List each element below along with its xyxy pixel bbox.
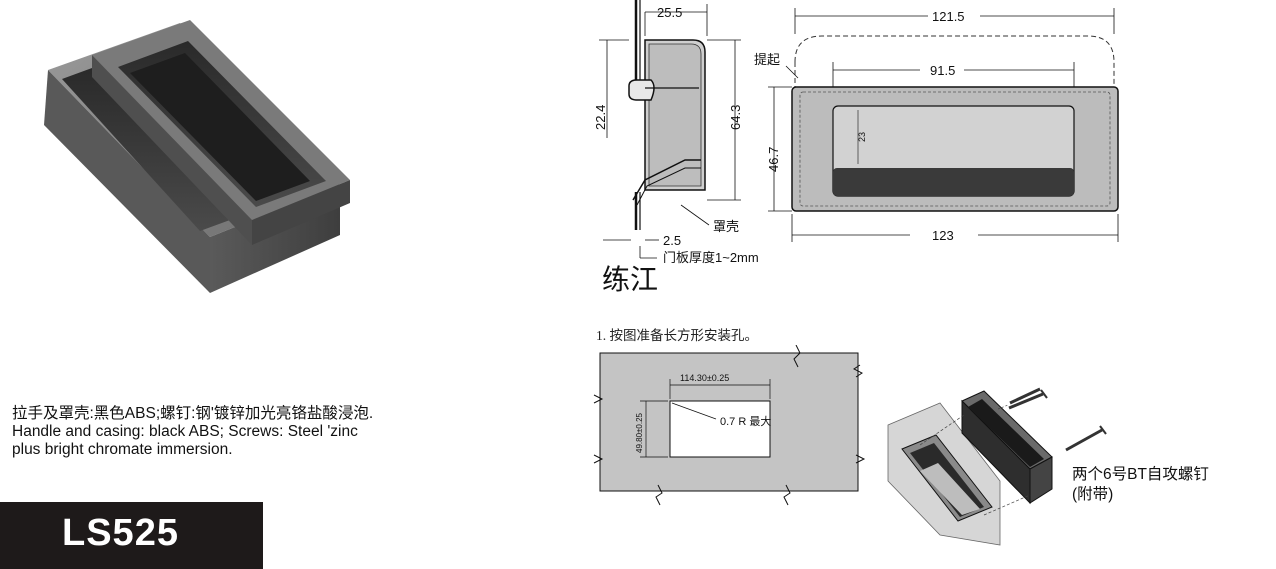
- cutout-width: 114.30±0.25: [680, 373, 729, 383]
- screws-note: 两个6号BT自攻螺钉 (附带): [1072, 465, 1209, 503]
- screws-note-line2: (附带): [1072, 485, 1113, 503]
- dim-top: 25.5: [657, 5, 682, 20]
- dim-bottom: 2.5: [663, 233, 681, 248]
- cutout-drawing: 114.30±0.25 49.80±0.25 0.7 R 最大: [593, 345, 866, 506]
- model-number: LS525: [62, 512, 179, 554]
- assembly-drawing: [887, 387, 1053, 546]
- dim-inner-top: 91.5: [930, 63, 955, 78]
- install-step-text: 1. 按图准备长方形安装孔。: [596, 327, 758, 343]
- screw-top-drawing: [1008, 389, 1048, 410]
- cutout-height: 49.80±0.25: [635, 412, 644, 453]
- side-section-drawing: 25.5 22.4 64.3 罩壳 2.5 门板厚度1~2mm 练江: [593, 0, 759, 296]
- front-view-drawing: 121.5 91.5 提起 23 46.7 123: [754, 8, 1119, 243]
- dim-height: 46.7: [766, 147, 781, 172]
- dim-bottom-width: 123: [932, 228, 954, 243]
- dim-left: 22.4: [593, 105, 608, 130]
- dim-inner-height: 23: [857, 132, 867, 142]
- screws-drawing: [1065, 425, 1107, 452]
- description-line-cn: 拉手及罩壳:黑色ABS;螺钉:钢'镀锌加光亮铬盐酸浸泡.: [12, 405, 374, 422]
- label-cover: 罩壳: [713, 219, 739, 234]
- label-panel-thickness: 门板厚度1~2mm: [663, 250, 759, 265]
- material-description: 拉手及罩壳:黑色ABS;螺钉:钢'镀锌加光亮铬盐酸浸泡. Handle and …: [12, 405, 452, 459]
- description-line-en-1: Handle and casing: black ABS; Screws: St…: [12, 423, 358, 440]
- screws-note-line1: 两个6号BT自攻螺钉: [1072, 465, 1209, 483]
- label-lift: 提起: [754, 52, 780, 67]
- maker-mark: 练江: [602, 264, 658, 296]
- product-image: [44, 20, 350, 293]
- install-step-label: 1. 按图准备长方形安装孔。: [596, 327, 758, 343]
- cutout-radius: 0.7 R 最大: [720, 414, 771, 428]
- dim-outer-top: 121.5: [932, 9, 965, 24]
- dim-right: 64.3: [728, 105, 743, 130]
- description-line-en-2: plus bright chromate immersion.: [12, 441, 233, 458]
- model-badge: [0, 502, 263, 569]
